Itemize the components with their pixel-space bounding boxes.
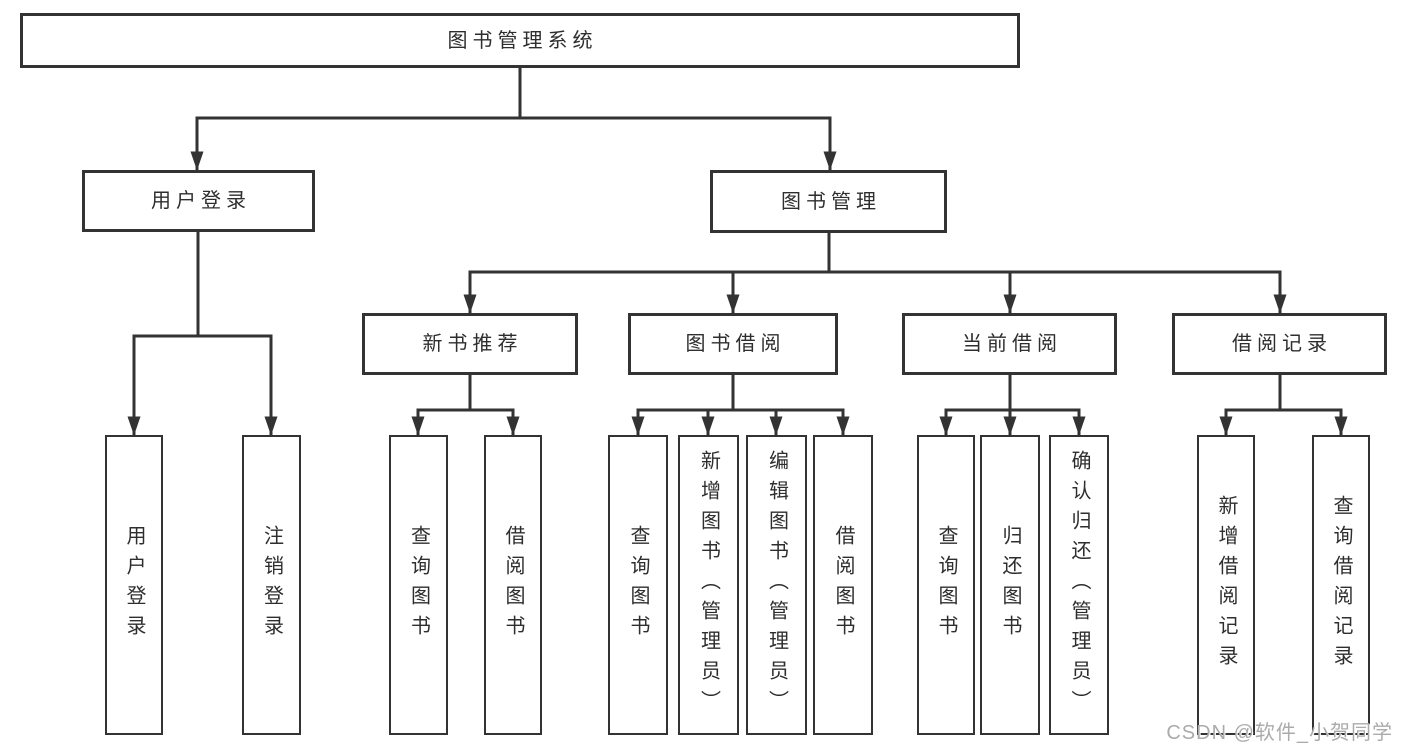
node-borrow-record: 借阅记录 <box>1172 313 1387 375</box>
node-leaf-newbook-query: 查询图书 <box>389 435 448 735</box>
node-root-label: 图书管理系统 <box>447 29 598 52</box>
node-book-manage: 图书管理 <box>710 170 947 233</box>
node-leaf-current-return-label: 归还图书 <box>999 525 1021 645</box>
connectors-current-borrow <box>939 373 1086 437</box>
node-book-borrow: 图书借阅 <box>628 313 838 375</box>
node-leaf-newbook-query-label: 查询图书 <box>407 525 430 645</box>
connectors-user-login <box>127 230 278 437</box>
node-book-borrow-label: 图书借阅 <box>685 333 786 355</box>
node-leaf-current-return: 归还图书 <box>980 435 1040 735</box>
node-current-borrow: 当前借阅 <box>902 313 1117 375</box>
node-leaf-borrow-edit-admin-label: 编辑图书（管理员） <box>765 450 788 720</box>
connectors-new-book-rec <box>411 373 520 437</box>
node-leaf-user-login: 用户登录 <box>105 435 163 735</box>
node-leaf-current-query-label: 查询图书 <box>935 525 957 645</box>
node-leaf-borrow-query: 查询图书 <box>608 435 668 735</box>
node-leaf-logout: 注销登录 <box>242 435 301 735</box>
node-leaf-record-add-label: 新增借阅记录 <box>1215 495 1237 675</box>
node-leaf-current-confirm-admin-label: 确认归还（管理员） <box>1068 450 1090 720</box>
node-leaf-record-query-label: 查询借阅记录 <box>1330 495 1352 675</box>
node-leaf-newbook-borrow-label: 借阅图书 <box>502 525 524 645</box>
connectors-book-manage <box>463 231 1287 315</box>
node-leaf-borrow-query-label: 查询图书 <box>627 525 649 645</box>
node-current-borrow-label: 当前借阅 <box>962 333 1062 355</box>
node-new-book-rec-label: 新书推荐 <box>422 333 523 355</box>
node-leaf-user-login-label: 用户登录 <box>123 525 145 645</box>
csdn-watermark: CSDN @软件_小贺同学 <box>1166 722 1393 744</box>
node-leaf-borrow-add-admin: 新增图书（管理员） <box>678 435 739 735</box>
connector-lines <box>127 66 1348 437</box>
node-borrow-record-label: 借阅记录 <box>1232 333 1332 355</box>
node-leaf-borrow-borrow-label: 借阅图书 <box>832 525 854 645</box>
node-leaf-record-query: 查询借阅记录 <box>1312 435 1370 735</box>
node-leaf-borrow-borrow: 借阅图书 <box>813 435 873 735</box>
node-leaf-newbook-borrow: 借阅图书 <box>484 435 542 735</box>
node-leaf-current-query: 查询图书 <box>917 435 975 735</box>
connectors-root <box>190 66 837 172</box>
node-user-login: 用户登录 <box>82 170 315 232</box>
node-new-book-rec: 新书推荐 <box>362 313 578 375</box>
connectors-book-borrow <box>631 373 850 437</box>
connectors-borrow-record <box>1219 373 1348 437</box>
node-leaf-logout-label: 注销登录 <box>260 525 283 645</box>
node-book-manage-label: 图书管理 <box>781 190 881 213</box>
node-leaf-record-add: 新增借阅记录 <box>1197 435 1255 735</box>
node-leaf-borrow-edit-admin: 编辑图书（管理员） <box>746 435 807 735</box>
node-leaf-current-confirm-admin: 确认归还（管理员） <box>1049 435 1109 735</box>
node-root-library-management-system: 图书管理系统 <box>20 13 1020 68</box>
node-user-login-label: 用户登录 <box>151 190 251 212</box>
node-leaf-borrow-add-admin-label: 新增图书（管理员） <box>697 450 720 720</box>
